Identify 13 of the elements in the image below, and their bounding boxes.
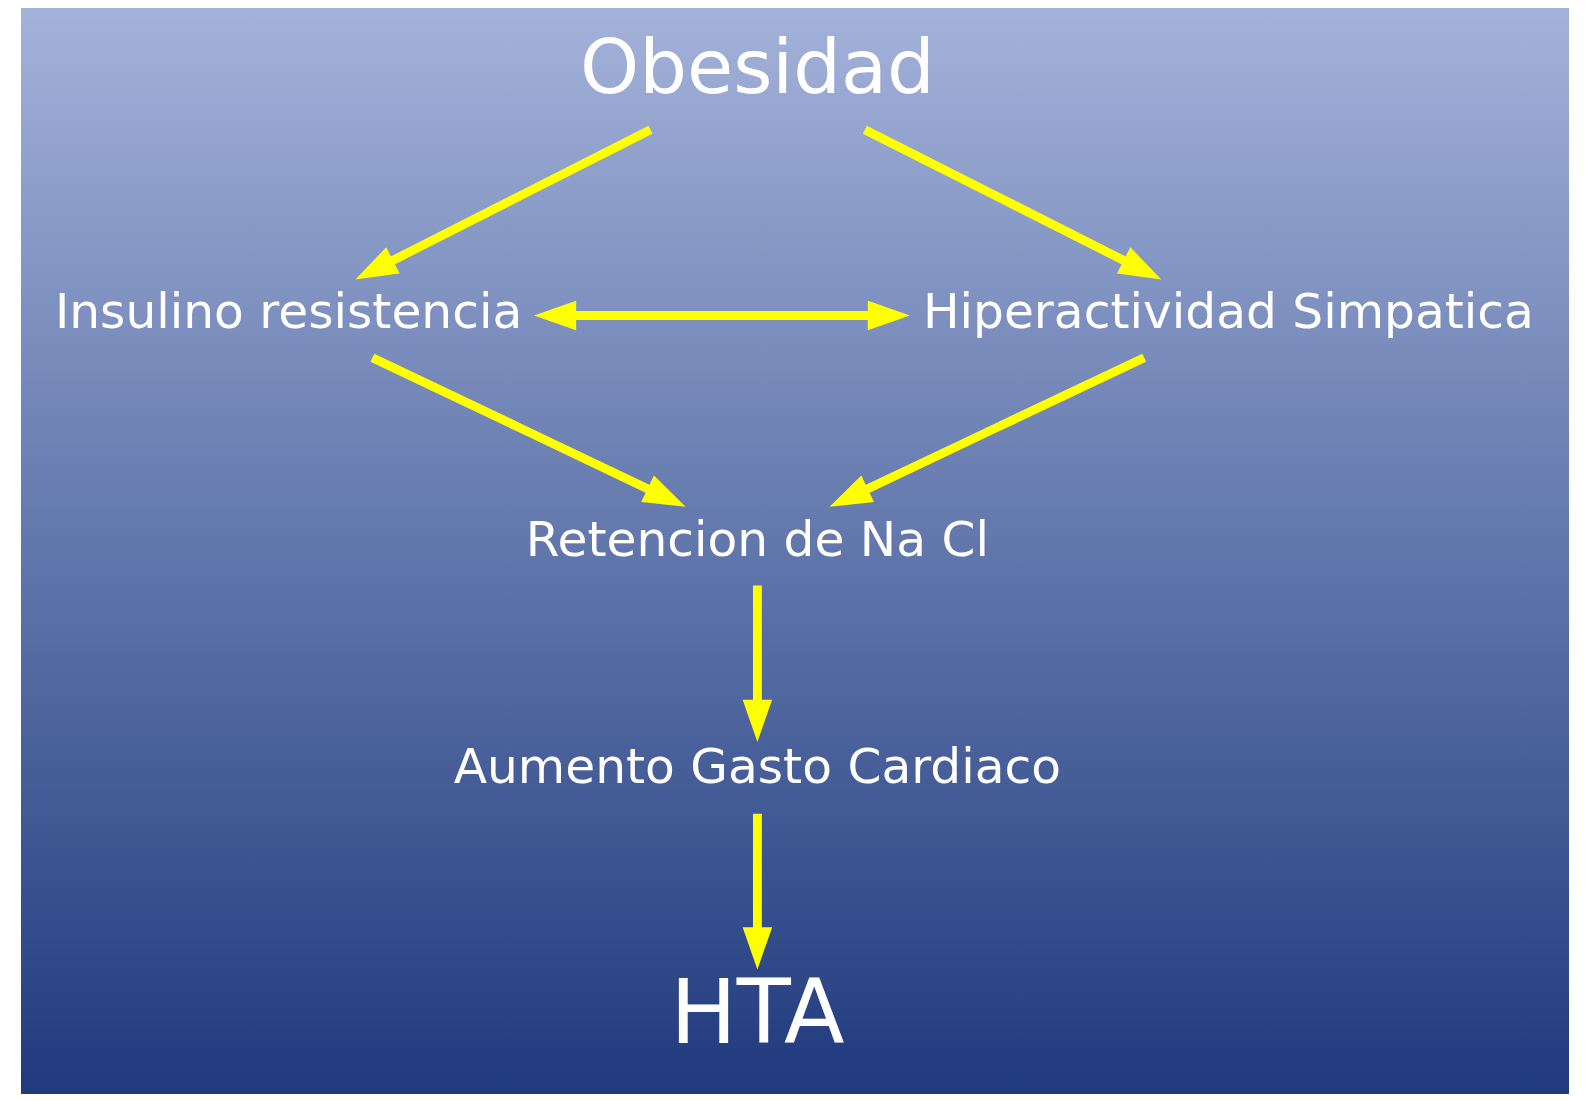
arrow	[742, 813, 772, 970]
node-text: Obesidad	[579, 22, 935, 111]
node-text: Hiperactividad Simpatica	[922, 282, 1534, 339]
node-text: Insulino resistencia	[54, 282, 522, 339]
node-text: Retencion de Na Cl	[525, 510, 989, 567]
arrow	[862, 125, 1161, 280]
arrow	[354, 125, 652, 280]
arrow	[742, 585, 772, 742]
arrow	[533, 300, 910, 331]
arrow	[829, 353, 1146, 507]
node-text: HTA	[669, 961, 844, 1065]
node-text: Aumento Gasto Cardiaco	[453, 738, 1061, 795]
arrow	[370, 353, 686, 507]
